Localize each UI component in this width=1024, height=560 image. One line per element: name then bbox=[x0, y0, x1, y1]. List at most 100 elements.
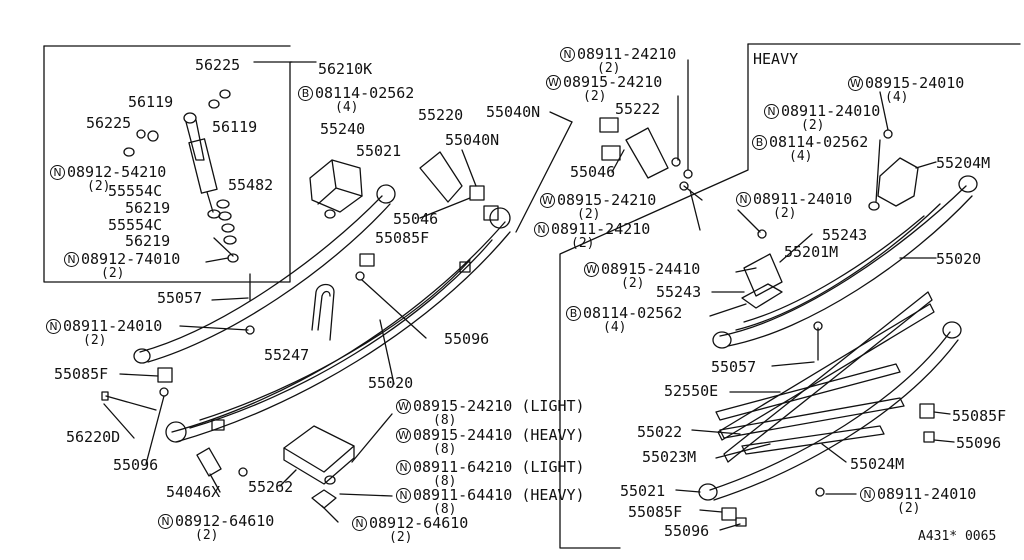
part-prefix-pN08911-24010d: N bbox=[860, 487, 875, 502]
part-number-p55096c: 55096 bbox=[956, 434, 1002, 452]
part-qty-pB08114-02562a: (4) bbox=[335, 100, 359, 115]
part-qty-pN08911-24010a: (2) bbox=[83, 333, 107, 348]
part-number-p55024m: 55024M bbox=[850, 455, 905, 473]
part-number-p56219a: 56219 bbox=[125, 199, 171, 217]
part-qty-pW08915-24210b: (2) bbox=[577, 207, 601, 222]
part-prefix-pB08114-02562b: B bbox=[752, 135, 767, 150]
part-number-pW08915-24210b: 08915-24210 bbox=[557, 191, 657, 209]
part-prefix-pW08915-24410-heavy: W bbox=[396, 428, 411, 443]
part-number-pB08114-02562c: 08114-02562 bbox=[583, 304, 683, 322]
part-number-pN08911-24010d: 08911-24010 bbox=[877, 485, 977, 503]
part-number-p54046x: 54046X bbox=[166, 483, 221, 501]
part-qty-pN08912-64610a: (2) bbox=[195, 528, 219, 543]
part-number-p55046a: 55046 bbox=[570, 163, 616, 181]
part-prefix-pN08911-64210-light: N bbox=[396, 460, 411, 475]
part-number-p55021a: 55021 bbox=[356, 142, 402, 160]
shock-absorber-inset-frame bbox=[44, 46, 316, 282]
part-number-pN08912-64610b: 08912-64610 bbox=[369, 514, 469, 532]
part-number-p55204m: 55204M bbox=[936, 154, 991, 172]
part-prefix-pN08911-24210a: N bbox=[560, 47, 575, 62]
part-prefix-pN08911-24010b: N bbox=[764, 104, 779, 119]
part-number-p55096a: 55096 bbox=[444, 330, 490, 348]
part-prefix-pN08911-24010a: N bbox=[46, 319, 61, 334]
part-number-p55085f-d: 55085F bbox=[628, 503, 683, 521]
part-prefix-pN08912-64610b: N bbox=[352, 516, 367, 531]
part-number-pN08912-64610a: 08912-64610 bbox=[175, 512, 275, 530]
part-prefix-pW08915-24210b: W bbox=[540, 193, 555, 208]
part-qty-pN08911-24010b: (2) bbox=[801, 118, 825, 133]
part-number-pW08915-24210-light: 08915-24210 (LIGHT) bbox=[413, 397, 585, 415]
part-number-pB08114-02562b: 08114-02562 bbox=[769, 133, 869, 151]
inset-hardware bbox=[124, 90, 238, 262]
diagram-reference-code: A431* 0065 bbox=[918, 529, 997, 544]
part-number-p55046b: 55046 bbox=[393, 210, 439, 228]
part-number-p55040n-a: 55040N bbox=[445, 131, 500, 149]
part-number-p55040n-b: 55040N bbox=[486, 103, 541, 121]
part-number-p56210k: 56210K bbox=[318, 60, 373, 78]
part-number-pW08915-24410: 08915-24410 bbox=[601, 260, 701, 278]
part-prefix-pW08915-24210-light: W bbox=[396, 399, 411, 414]
part-prefix-pN08911-64410-heavy: N bbox=[396, 488, 411, 503]
part-qty-pN08912-54210: (2) bbox=[87, 179, 111, 194]
part-prefix-pW08915-24210a: W bbox=[546, 75, 561, 90]
part-number-pN08911-24210a: 08911-24210 bbox=[577, 45, 677, 63]
part-number-p55021b: 55021 bbox=[620, 482, 666, 500]
part-number-p55020b: 55020 bbox=[936, 250, 982, 268]
part-number-pN08911-24010a: 08911-24010 bbox=[63, 317, 163, 335]
part-number-p55482: 55482 bbox=[228, 176, 274, 194]
part-number-p55247: 55247 bbox=[264, 346, 310, 364]
part-number-pN08911-64410-heavy: 08911-64410 (HEAVY) bbox=[413, 486, 585, 504]
part-number-pN08911-24010b: 08911-24010 bbox=[781, 102, 881, 120]
part-number-pW08915-24210a: 08915-24210 bbox=[563, 73, 663, 91]
part-number-p52550e: 52550E bbox=[664, 382, 719, 400]
shackle-top bbox=[600, 118, 692, 190]
u-bolt-left bbox=[312, 285, 334, 341]
part-qty-pW08915-24210a: (2) bbox=[583, 89, 607, 104]
part-qty-pN08911-64210-light: (8) bbox=[433, 474, 457, 489]
part-qty-pW08915-24410-heavy: (8) bbox=[433, 442, 457, 457]
part-prefix-pN08912-64610a: N bbox=[158, 514, 173, 529]
part-number-p55554c-a: 55554C bbox=[108, 182, 163, 200]
part-number-p55085f-a: 55085F bbox=[375, 229, 430, 247]
part-number-p56220d: 56220D bbox=[66, 428, 121, 446]
part-number-p55085f-c: 55085F bbox=[952, 407, 1007, 425]
part-number-p55554c-b: 55554C bbox=[108, 216, 163, 234]
part-number-p55243b: 55243 bbox=[656, 283, 702, 301]
part-number-p55023m: 55023M bbox=[642, 448, 697, 466]
part-number-pN08911-24210b: 08911-24210 bbox=[551, 220, 651, 238]
part-prefix-pN08911-24010c: N bbox=[736, 192, 751, 207]
part-number-p55096b: 55096 bbox=[113, 456, 159, 474]
part-qty-pN08911-64410-heavy: (8) bbox=[433, 502, 457, 517]
part-qty-pW08915-24410: (2) bbox=[621, 276, 645, 291]
part-number-p55022: 55022 bbox=[637, 423, 683, 441]
part-number-p56119b: 56119 bbox=[212, 118, 258, 136]
left-leaf-spring bbox=[134, 185, 510, 442]
part-qty-pN08911-24210b: (2) bbox=[571, 236, 595, 251]
part-number-p55020a: 55020 bbox=[368, 374, 414, 392]
hanger-left bbox=[310, 160, 362, 218]
part-number-p55057a: 55057 bbox=[157, 289, 203, 307]
part-number-pN08911-64210-light: 08911-64210 (LIGHT) bbox=[413, 458, 585, 476]
part-prefix-pN08912-74010: N bbox=[64, 252, 79, 267]
spring-seat-plate bbox=[284, 426, 354, 508]
heavy-leaf-spring bbox=[699, 176, 977, 500]
part-number-pW08915-24410-heavy: 08915-24410 (HEAVY) bbox=[413, 426, 585, 444]
shock-absorber bbox=[184, 113, 220, 218]
part-number-p55220: 55220 bbox=[418, 106, 464, 124]
part-number-pN08911-24010c: 08911-24010 bbox=[753, 190, 853, 208]
part-number-p56219b: 56219 bbox=[125, 232, 171, 250]
part-number-p55243a: 55243 bbox=[822, 226, 868, 244]
part-number-p56225b: 56225 bbox=[86, 114, 132, 132]
part-prefix-pB08114-02562a: B bbox=[298, 86, 313, 101]
shackle-left bbox=[420, 152, 498, 220]
leader-lines bbox=[104, 60, 954, 530]
part-qty-pB08114-02562b: (4) bbox=[789, 149, 813, 164]
part-number-pN08912-74010: 08912-74010 bbox=[81, 250, 181, 268]
part-qty-pN08911-24210a: (2) bbox=[597, 61, 621, 76]
part-number-p55201m: 55201M bbox=[784, 243, 839, 261]
part-number-pB08114-02562a: 08114-02562 bbox=[315, 84, 415, 102]
heavy-hardware bbox=[722, 130, 934, 526]
part-number-pW08915-24010: 08915-24010 bbox=[865, 74, 965, 92]
